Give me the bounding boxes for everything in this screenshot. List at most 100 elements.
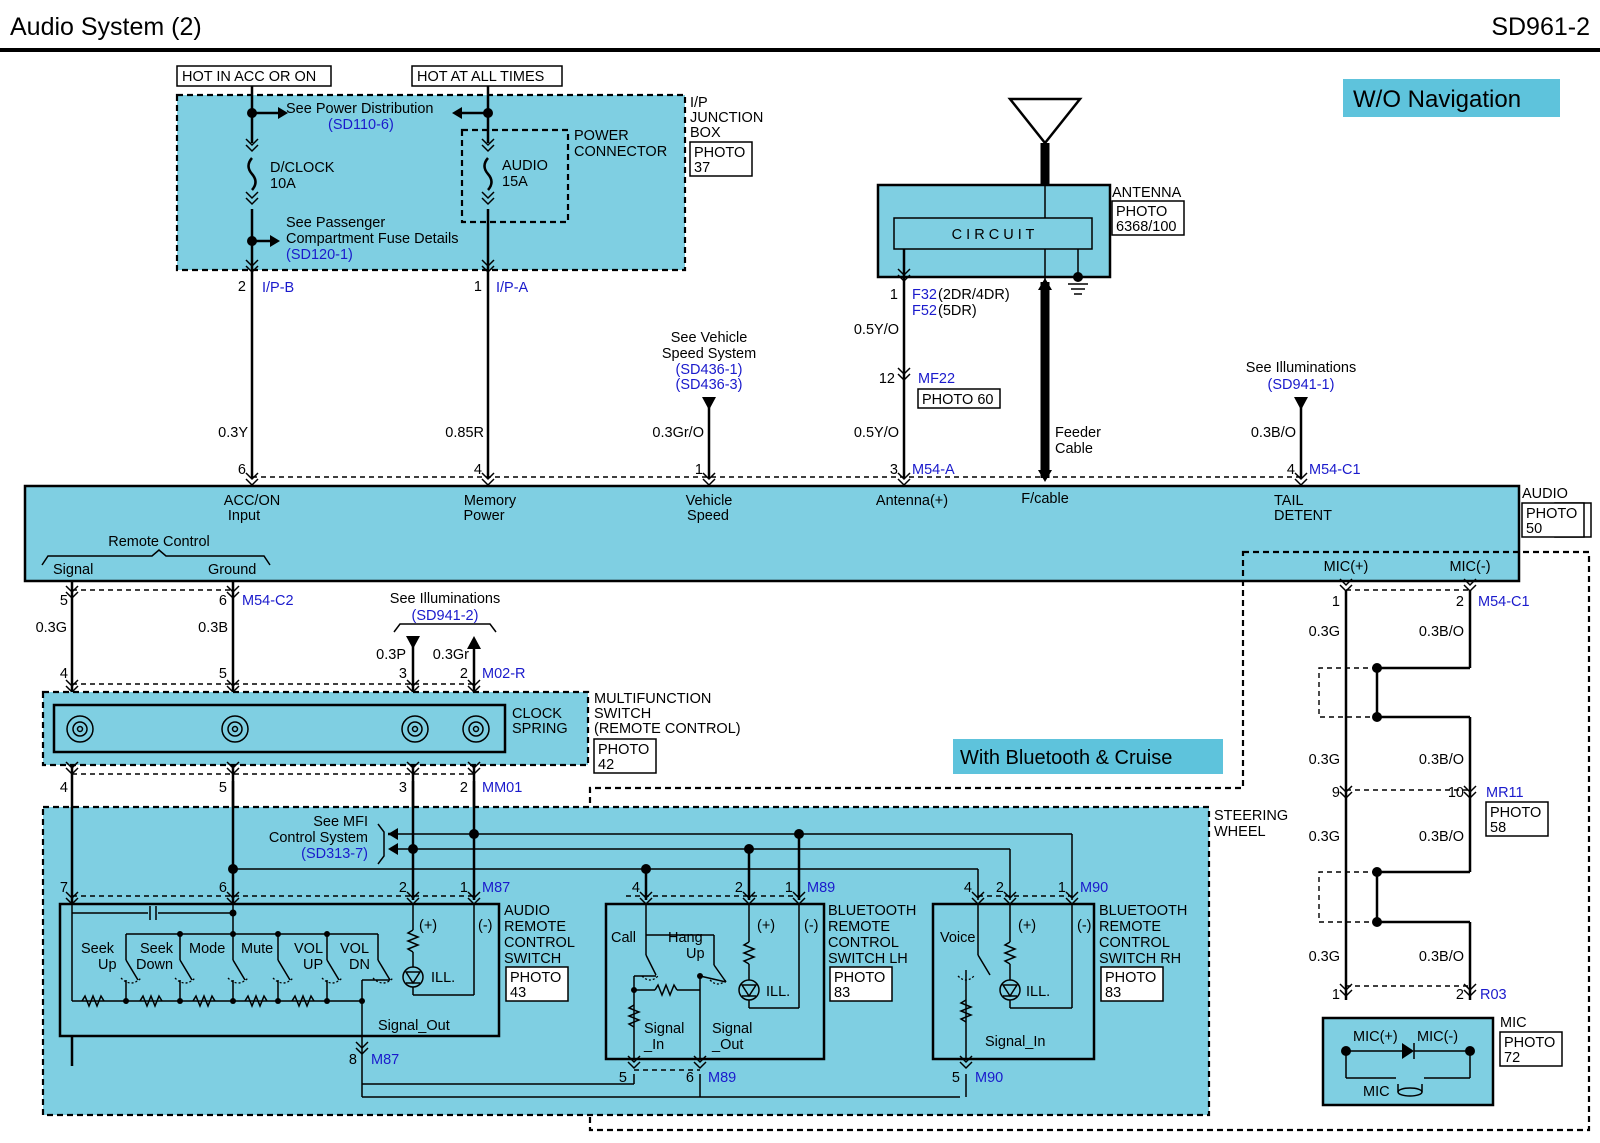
btn-vol-up: VOL xyxy=(294,941,323,957)
conn-m54c2: M54-C2 xyxy=(242,593,294,609)
bt-lh-name-2: REMOTE xyxy=(828,919,890,935)
label-mem-2: Power xyxy=(463,508,504,524)
vehicle-speed-see: See Vehicle xyxy=(671,330,748,346)
mfs-photo-box xyxy=(593,738,657,774)
label-tail: TAIL xyxy=(1274,493,1304,509)
audio-sw-minus: (-) xyxy=(478,918,493,934)
mfs-label-3: (REMOTE CONTROL) xyxy=(594,721,741,737)
clock-spring-label-2: SPRING xyxy=(512,721,568,737)
bt-rh-switch xyxy=(931,902,1096,1061)
label-mic-minus: MIC(-) xyxy=(1449,559,1490,575)
btn-seek-up-2: Up xyxy=(98,957,117,973)
conn-m89: M89 xyxy=(807,880,835,896)
pin-m87-7: 7 xyxy=(60,880,68,896)
wire-mem: 0.85R xyxy=(445,425,484,441)
label-tail-2: DETENT xyxy=(1274,508,1332,524)
label-signal: Signal xyxy=(53,562,93,578)
antenna: C I R C U I T xyxy=(876,97,1112,295)
junction-box-name: I/P xyxy=(690,95,708,111)
junction-box: See Power Distribution (SD110-6) D/CLOCK… xyxy=(175,86,687,284)
pin-m90-4: 4 xyxy=(964,880,972,896)
wire-illum-p: 0.3P xyxy=(376,647,406,663)
power-connector-label: POWER xyxy=(574,128,629,144)
bt-lh-photo-num: 83 xyxy=(834,985,850,1001)
hot-acc-box xyxy=(176,65,332,87)
pin-r03-1: 1 xyxy=(1332,987,1340,1003)
conn-mf22: MF22 xyxy=(918,371,955,387)
antenna-circuit: C I R C U I T xyxy=(952,227,1035,243)
diagram-code: SD961-2 xyxy=(1491,13,1590,41)
btn-hang-2: Up xyxy=(686,946,705,962)
wire-ant-2: 0.5Y/O xyxy=(854,425,899,441)
bt-rh-photo: PHOTO xyxy=(1105,970,1156,986)
conn-m90-out: M90 xyxy=(975,1070,1003,1086)
pin-m89-6: 6 xyxy=(686,1070,694,1086)
conn-f32: F32 xyxy=(912,287,937,303)
bt-rh-name-3: CONTROL xyxy=(1099,935,1170,951)
wire-ground: 0.3B xyxy=(198,620,228,636)
bluetooth-banner xyxy=(953,739,1223,774)
pin-m02-3: 3 xyxy=(399,666,407,682)
dclock-amp: 10A xyxy=(270,176,296,192)
power-dist-see: See Power Distribution xyxy=(286,101,434,117)
btn-vol-dn: VOL xyxy=(340,941,369,957)
antenna-photo-box xyxy=(1111,200,1185,236)
conn-m87-out: M87 xyxy=(371,1052,399,1068)
label-antenna: Antenna(+) xyxy=(876,493,948,509)
pin-mm01-4: 4 xyxy=(60,780,68,796)
wire-acc: 0.3Y xyxy=(218,425,248,441)
pin-m90-2: 2 xyxy=(996,880,1004,896)
pin-m02-2: 2 xyxy=(460,666,468,682)
passenger-see-2: Compartment Fuse Details xyxy=(286,231,458,247)
clock-spring-coils xyxy=(66,715,490,743)
pin-mm01-2: 2 xyxy=(460,780,468,796)
conn-m89-out: M89 xyxy=(708,1070,736,1086)
wire-signal: 0.3G xyxy=(36,620,67,636)
bt-rh-ill: ILL. xyxy=(1026,984,1050,1000)
audio-remote-switch xyxy=(58,902,501,1038)
junction-box-name-2: JUNCTION xyxy=(690,110,763,126)
signal-out-label: Signal_Out xyxy=(378,1018,450,1034)
conn-mm01: MM01 xyxy=(482,780,522,796)
audio-switch-internals xyxy=(71,904,475,1060)
audio-switch-name-2: REMOTE xyxy=(504,919,566,935)
pin-m89-1: 1 xyxy=(785,880,793,896)
conn-f52-note: (5DR) xyxy=(938,303,977,319)
label-acc: ACC/ON xyxy=(224,493,280,509)
sig-in-label: Signal xyxy=(644,1021,684,1037)
vehicle-speed-ref-2: (SD436-3) xyxy=(676,377,743,393)
wire-mic-4b: 0.3B/O xyxy=(1419,949,1464,965)
mr11-photo: PHOTO xyxy=(1490,805,1541,821)
header: Audio System (2) SD961-2 xyxy=(0,13,1600,52)
btn-hang: Hang xyxy=(668,930,703,946)
mfs-label-2: SWITCH xyxy=(594,706,651,722)
remote-control-label: Remote Control xyxy=(108,534,210,550)
pin-mm01-5: 5 xyxy=(219,780,227,796)
bt-lh-plus: (+) xyxy=(757,918,775,934)
feeder-label-2: Cable xyxy=(1055,441,1093,457)
pin-m87-8: 8 xyxy=(349,1052,357,1068)
audio-unit xyxy=(23,484,1521,583)
conn-ipa: I/P-A xyxy=(496,280,529,296)
conn-m54c1-top: M54-C1 xyxy=(1309,462,1361,478)
wire-mic-1b: 0.3B/O xyxy=(1419,624,1464,640)
bt-lh-switch xyxy=(604,902,826,1061)
mic-photo-box xyxy=(1499,1031,1563,1067)
mf22-pin: 12 xyxy=(879,371,895,387)
pin-mr11-9: 9 xyxy=(1332,785,1340,801)
audio-pin-ant: 3 xyxy=(890,462,898,478)
audio-sw-ill: ILL. xyxy=(431,970,455,986)
audio-name: AUDIO xyxy=(1522,486,1568,502)
mfs-label: MULTIFUNCTION xyxy=(594,691,711,707)
bt-rh-name-2: REMOTE xyxy=(1099,919,1161,935)
bt-rh-plus: (+) xyxy=(1018,918,1036,934)
illum-low-ref: (SD941-2) xyxy=(412,608,479,624)
feeder-label: Feeder xyxy=(1055,425,1101,441)
bt-rh-internals xyxy=(957,904,1073,1060)
pin-c2-5: 5 xyxy=(60,593,68,609)
audio-sw-plus: (+) xyxy=(419,918,437,934)
pin-m02-5: 5 xyxy=(219,666,227,682)
audio-switch-name: AUDIO xyxy=(504,903,550,919)
power-connector-label-2: CONNECTOR xyxy=(574,144,667,160)
